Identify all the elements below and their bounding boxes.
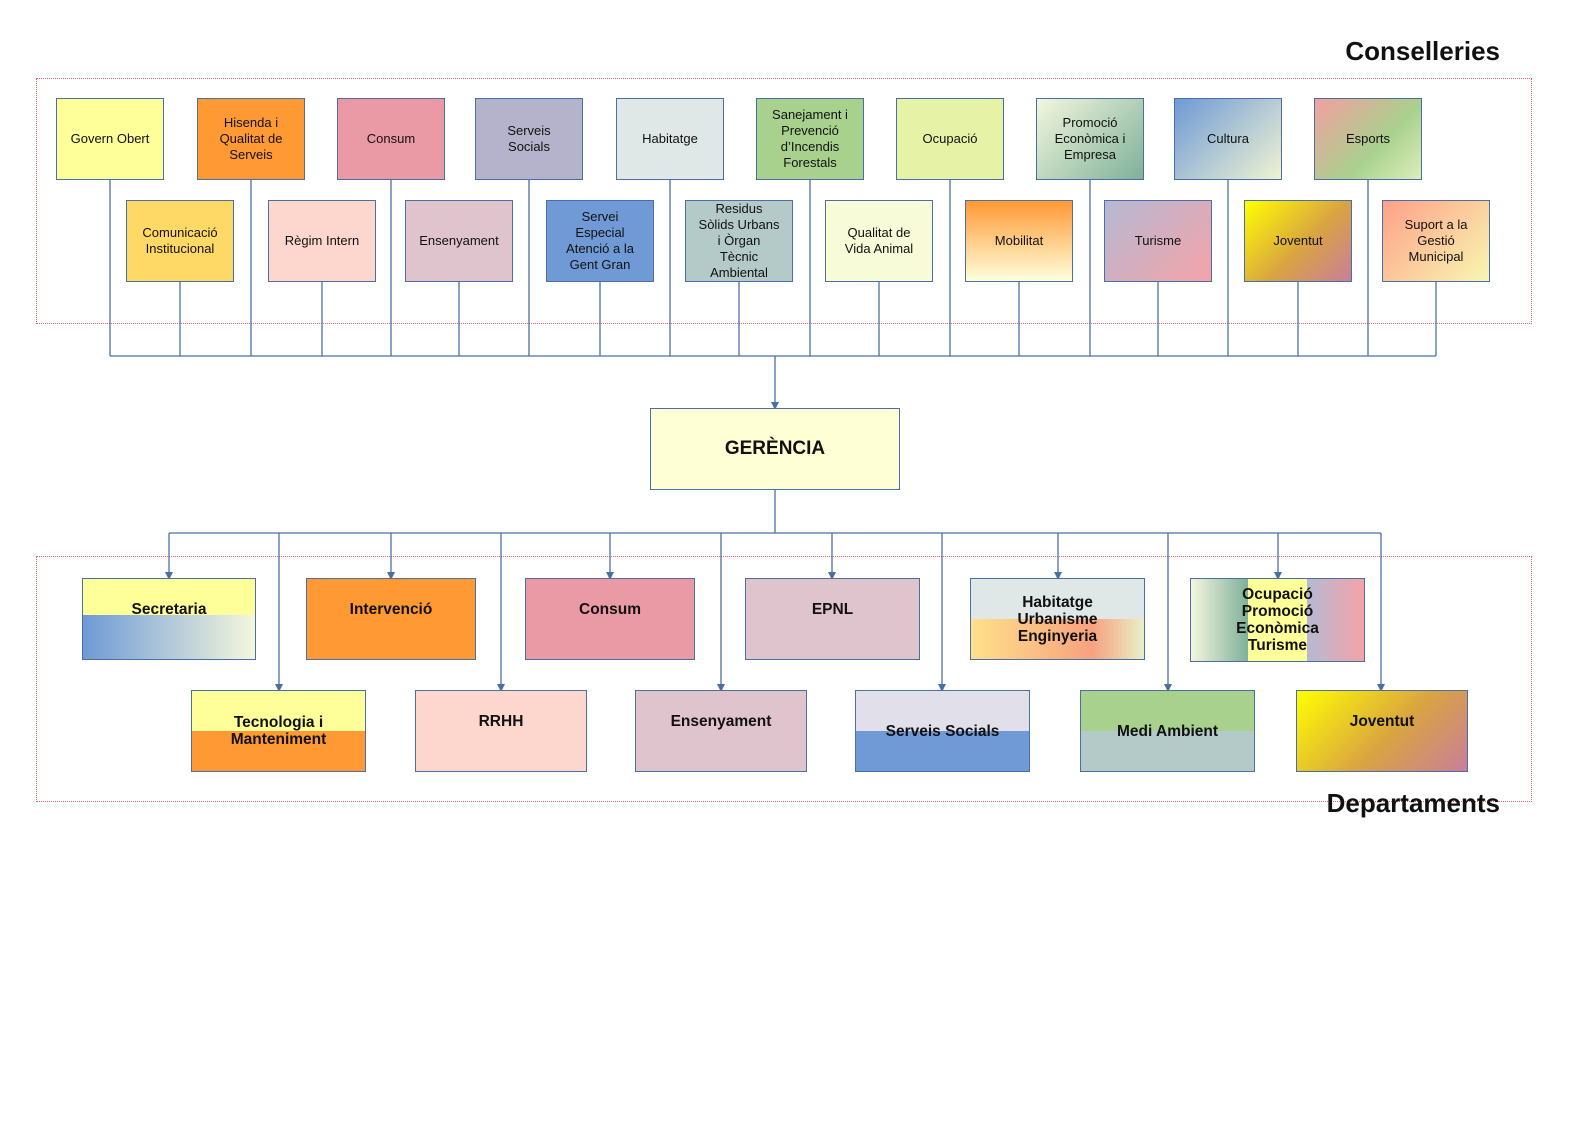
departament-intervencio: Intervenció xyxy=(306,578,476,660)
conselleria-label: Qualitat de Vida Animal xyxy=(844,225,914,256)
conselleria-label: Suport a la Gestió Municipal xyxy=(1404,217,1468,264)
conselleria-consum: Consum xyxy=(337,98,445,180)
departament-label: Habitatge Urbanisme Enginyeria xyxy=(1017,593,1098,645)
departament-joventut: Joventut xyxy=(1296,690,1468,772)
departament-label: Secretaria xyxy=(131,601,207,618)
conselleria-label: Ocupació xyxy=(922,131,978,146)
departament-label: Joventut xyxy=(1349,713,1415,730)
conselleries-title: Conselleries xyxy=(1345,36,1500,66)
departament-label: Tecnologia i Manteniment xyxy=(230,714,327,748)
conselleria-hisenda: Hisenda i Qualitat de Serveis xyxy=(197,98,305,180)
conselleria-govern-obert: Govern Obert xyxy=(56,98,164,180)
conselleria-label: Cultura xyxy=(1207,131,1249,146)
conselleria-label: Règim Intern xyxy=(284,233,360,248)
departament-habitatge-urbanisme: Habitatge Urbanisme Enginyeria xyxy=(970,578,1145,660)
departament-label: Ensenyament xyxy=(670,713,772,730)
conselleria-qualitat-vida-animal: Qualitat de Vida Animal xyxy=(825,200,933,282)
departament-consum: Consum xyxy=(525,578,695,660)
departament-serveis-socials: Serveis Socials xyxy=(855,690,1030,772)
departament-label: RRHH xyxy=(478,713,524,730)
conselleria-label: Residus Sòlids Urbans i Òrgan Tècnic Amb… xyxy=(698,201,780,280)
conselleria-serveis-socials: Serveis Socials xyxy=(475,98,583,180)
departament-medi-ambient: Medi Ambient xyxy=(1080,690,1255,772)
gerencia-label: GERÈNCIA xyxy=(724,438,826,459)
conselleria-turisme: Turisme xyxy=(1104,200,1212,282)
conselleria-label: Serveis Socials xyxy=(507,123,551,154)
conselleria-label: Hisenda i Qualitat de Serveis xyxy=(219,115,283,162)
conselleria-label: Consum xyxy=(366,131,416,146)
departament-rrhh: RRHH xyxy=(415,690,587,772)
conselleria-label: Mobilitat xyxy=(994,233,1044,248)
departament-label: Ocupació Promoció Econòmica Turisme xyxy=(1236,586,1319,654)
departaments-frame xyxy=(36,556,1532,802)
conselleria-ocupacio: Ocupació xyxy=(896,98,1004,180)
departament-ocupacio-promocio: Ocupació Promoció Econòmica Turisme xyxy=(1190,578,1365,662)
departament-secretaria: Secretaria xyxy=(82,578,256,660)
conselleria-esports: Esports xyxy=(1314,98,1422,180)
conselleria-joventut: Joventut xyxy=(1244,200,1352,282)
departament-label: EPNL xyxy=(811,601,854,618)
departament-tecnologia: Tecnologia i Manteniment xyxy=(191,690,366,772)
conselleria-label: Promoció Econòmica i Empresa xyxy=(1054,115,1126,162)
departament-label: Consum xyxy=(579,601,641,618)
conselleria-label: Esports xyxy=(1345,131,1391,146)
conselleria-comunicacio: Comunicació Institucional xyxy=(126,200,234,282)
conselleria-mobilitat: Mobilitat xyxy=(965,200,1073,282)
departament-ensenyament: Ensenyament xyxy=(635,690,807,772)
conselleria-label: Sanejament i Prevenció d’Incendis Forest… xyxy=(772,107,848,170)
conselleria-label: Joventut xyxy=(1273,233,1323,248)
conselleria-sanejament: Sanejament i Prevenció d’Incendis Forest… xyxy=(756,98,864,180)
conselleria-label: Habitatge xyxy=(642,131,698,146)
conselleria-servei-especial: Servei Especial Atenció a la Gent Gran xyxy=(546,200,654,282)
conselleria-label: Servei Especial Atenció a la Gent Gran xyxy=(566,209,634,272)
conselleria-label: Govern Obert xyxy=(70,131,150,146)
conselleria-cultura: Cultura xyxy=(1174,98,1282,180)
departaments-title: Departaments xyxy=(1326,788,1500,818)
conselleria-label: Comunicació Institucional xyxy=(142,225,218,256)
conselleria-regim-intern: Règim Intern xyxy=(268,200,376,282)
departament-label: Medi Ambient xyxy=(1116,722,1219,740)
conselleria-label: Ensenyament xyxy=(419,233,499,248)
conselleries-frame xyxy=(36,78,1532,324)
conselleria-suport-gestio: Suport a la Gestió Municipal xyxy=(1382,200,1490,282)
conselleria-ensenyament: Ensenyament xyxy=(405,200,513,282)
conselleria-label: Turisme xyxy=(1134,233,1182,248)
departament-label: Intervenció xyxy=(349,601,433,618)
conselleria-promocio-economica: Promoció Econòmica i Empresa xyxy=(1036,98,1144,180)
conselleria-residus: Residus Sòlids Urbans i Òrgan Tècnic Amb… xyxy=(685,200,793,282)
departament-epnl: EPNL xyxy=(745,578,920,660)
conselleria-habitatge: Habitatge xyxy=(616,98,724,180)
gerencia-box: GERÈNCIA xyxy=(650,408,900,490)
departament-label: Serveis Socials xyxy=(885,722,1000,740)
